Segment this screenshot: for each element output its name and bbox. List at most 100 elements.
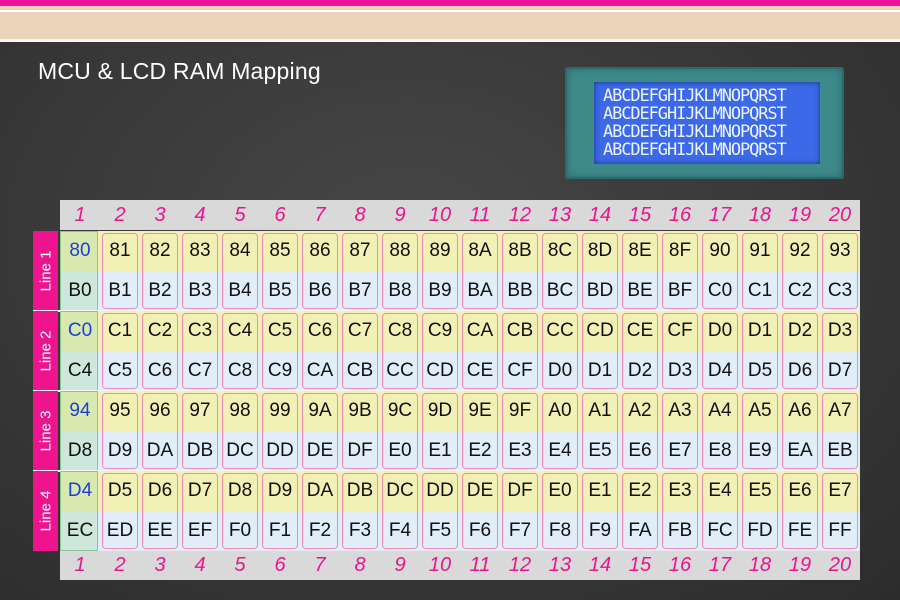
line-label-text: Line 3 [37,410,54,452]
first-column-highlight [60,471,98,551]
cell-pair-outline [462,473,498,549]
ddram-address-cell: 9F [508,400,532,421]
ddram-address-cell: BC [546,280,574,301]
ddram-address-cell: FA [628,520,652,541]
ddram-address-cell: F7 [508,520,532,541]
ddram-address-cell: 83 [189,240,211,261]
column-number: 20 [828,554,852,576]
ddram-address-cell: DC [226,440,254,461]
cell-pair-outline [702,313,738,389]
cell-pair-outline [622,473,658,549]
cell-pair-outline [582,473,618,549]
ddram-address-cell: D2 [787,320,813,341]
ddram-address-cell: CA [466,320,494,341]
ddram-address-cell: C8 [227,360,253,381]
cell-pair-outline [702,393,738,469]
ddram-address-cell: C7 [187,360,213,381]
cell-pair-outline [142,393,178,469]
ddram-address-cell: F8 [548,520,572,541]
ddram-address-cell: E1 [588,480,612,501]
column-number: 9 [394,554,406,576]
ddram-address-cell: F3 [348,520,372,541]
ddram-address-cell: E4 [548,440,572,461]
column-number: 3 [154,554,166,576]
ddram-address-cell: 99 [269,400,291,421]
ddram-address-cell: B6 [308,280,332,301]
ddram-address-cell: E6 [628,440,652,461]
ddram-address-cell: A5 [748,400,772,421]
ddram-address-cell: C9 [427,320,453,341]
ddram-address-cell: DA [306,480,334,501]
ddram-address-cell: C7 [347,320,373,341]
cell-pair-outline [222,473,258,549]
ddram-address-cell: C4 [227,320,253,341]
cell-pair-outline [142,313,178,389]
ddram-address-cell: 8F [668,240,692,261]
ddram-address-cell: BD [586,280,614,301]
cell-pair-outline [302,233,338,309]
ddram-address-cell: C3 [187,320,213,341]
cell-pair-outline [742,473,778,549]
cell-pair-outline [142,233,178,309]
ddram-address-cell: BE [627,280,653,301]
ddram-address-cell: ED [106,520,134,541]
cell-pair-outline [222,393,258,469]
cell-pair-outline [422,473,458,549]
cell-pair-outline [782,393,818,469]
ddram-address-cell: 8B [508,240,532,261]
address-row-band [60,471,860,511]
ddram-address-cell: CB [346,360,374,381]
ddram-address-cell: DF [507,480,533,501]
cell-pair-outline [262,233,298,309]
column-number: 11 [469,204,491,226]
ddram-address-cell: D6 [147,480,173,501]
line-label-text: Line 1 [37,250,54,292]
lcd-line-1: ABCDEFGHIJKLMNOPQRST [603,86,787,106]
cell-pair-outline [542,473,578,549]
ddram-address-cell: C1 [107,320,133,341]
column-number: 5 [234,204,246,226]
column-number: 1 [74,204,86,226]
cell-pair-outline [622,233,658,309]
ddram-address-cell: A6 [788,400,812,421]
cell-pair-outline [102,313,138,389]
cell-pair-outline [502,473,538,549]
cell-pair-outline [502,233,538,309]
column-number: 15 [628,204,652,226]
ddram-address-cell: 82 [149,240,171,261]
ddram-address-cell: 8A [468,240,492,261]
line-label-text: Line 2 [37,330,54,372]
ddram-address-cell: F0 [228,520,252,541]
ddram-address-cell: 84 [229,240,251,261]
ddram-address-cell: D3 [827,320,853,341]
column-number: 4 [194,554,206,576]
cell-pair-outline [782,233,818,309]
ddram-address-cell: E3 [508,440,532,461]
ddram-address-cell: F1 [268,520,292,541]
ddram-address-cell: DB [346,480,374,501]
top-banner [0,0,900,42]
ddram-address-cell: E0 [388,440,412,461]
ddram-address-cell: 8D [587,240,613,261]
ddram-address-cell: BB [507,280,533,301]
ddram-address-cell: F2 [308,520,332,541]
ddram-address-cell: B3 [188,280,212,301]
cell-pair-outline [382,233,418,309]
ddram-address-cell: C5 [107,360,133,381]
column-number: 7 [314,554,326,576]
column-number: 18 [748,554,772,576]
column-number: 7 [314,204,326,226]
ddram-address-cell: FF [828,520,852,541]
ddram-address-cell: 8C [547,240,573,261]
ddram-address-cell: C0 [707,280,733,301]
column-number: 6 [274,204,286,226]
column-number: 10 [428,554,452,576]
cell-pair-outline [382,313,418,389]
address-row-band [60,311,860,351]
lcd-module-image: ABCDEFGHIJKLMNOPQRST ABCDEFGHIJKLMNOPQRS… [565,67,844,179]
cell-pair-outline [782,313,818,389]
cell-pair-outline [182,473,218,549]
ddram-address-cell: 86 [309,240,331,261]
ddram-address-cell: C2 [147,320,173,341]
ddram-address-cell: CA [306,360,334,381]
